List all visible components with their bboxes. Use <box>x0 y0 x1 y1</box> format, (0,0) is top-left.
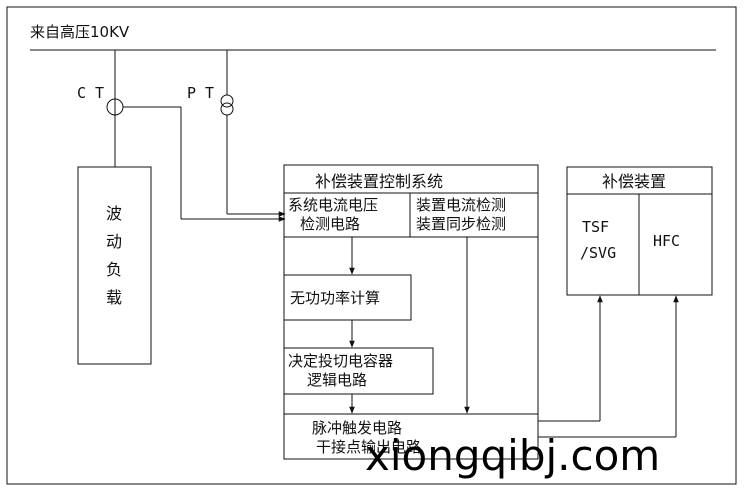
tsf-svg-line1: TSF <box>582 218 609 236</box>
outer-frame <box>6 6 737 485</box>
pulse-trigger-line2: 干接点输出电路 <box>316 438 421 456</box>
load-char-1: 波 <box>106 204 122 223</box>
voltage-detect-line1: 系统电流电压 <box>288 196 378 214</box>
reactive-power-calc-box <box>283 274 412 321</box>
fluctuating-load-box <box>77 166 152 365</box>
control-system-title: 补偿装置控制系统 <box>315 172 443 191</box>
switch-decision-line1: 决定投切电容器 <box>288 352 393 370</box>
load-char-3: 负 <box>106 260 122 279</box>
switch-decision-box <box>283 347 434 395</box>
device-detect-line2: 装置同步检测 <box>416 215 506 233</box>
watermark-text: xiongqibj.com <box>365 431 660 480</box>
load-char-4: 载 <box>106 288 122 307</box>
hfc-label: HFC <box>653 232 680 250</box>
source-label: 来自高压10KV <box>30 23 130 41</box>
pt-symbol-upper <box>220 94 234 108</box>
load-char-2: 动 <box>106 232 122 251</box>
pulse-trigger-line1: 脉冲触发电路 <box>312 419 402 437</box>
ct-label: C T <box>77 84 104 102</box>
device-detect-line1: 装置电流检测 <box>416 196 506 214</box>
pt-symbol-lower <box>220 102 234 116</box>
voltage-detect-line2: 检测电路 <box>300 215 360 233</box>
pt-label: P T <box>187 84 214 102</box>
reactive-power-calc-label: 无功功率计算 <box>290 289 380 307</box>
compensation-device-title: 补偿装置 <box>602 172 666 191</box>
switch-decision-line2: 逻辑电路 <box>307 371 367 389</box>
tsf-svg-line2: /SVG <box>580 244 616 262</box>
